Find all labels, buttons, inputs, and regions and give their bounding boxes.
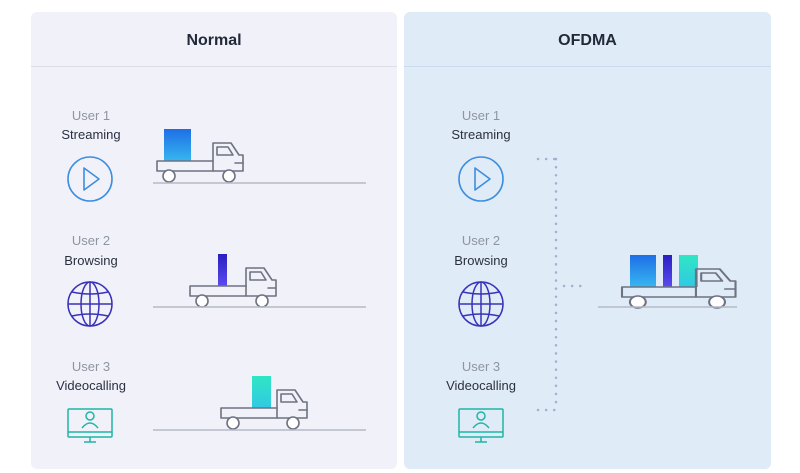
normal-user-3-label: User 3 bbox=[71, 359, 111, 374]
ofdma-play-icon bbox=[458, 156, 504, 202]
normal-monitor-user-icon bbox=[67, 408, 113, 443]
normal-user-1-activity: Streaming bbox=[61, 127, 121, 142]
normal-videocall-cargo bbox=[252, 376, 271, 408]
ofdma-user-3-activity: Videocalling bbox=[446, 378, 516, 393]
normal-truck-2 bbox=[189, 267, 277, 308]
ofdma-streaming-cargo bbox=[630, 255, 656, 287]
normal-play-icon bbox=[67, 156, 113, 202]
normal-user-3-activity: Videocalling bbox=[56, 378, 126, 393]
normal-user-2-label: User 2 bbox=[71, 233, 111, 248]
normal-panel-title: Normal bbox=[186, 32, 242, 49]
ofdma-videocall-cargo bbox=[679, 255, 698, 287]
ofdma-browsing-cargo bbox=[663, 255, 672, 287]
normal-user-2-activity: Browsing bbox=[64, 253, 118, 268]
ofdma-panel: OFDMA bbox=[404, 12, 771, 469]
ofdma-globe-icon bbox=[458, 281, 504, 327]
ofdma-monitor-user-icon bbox=[458, 408, 504, 443]
ofdma-user-3-label: User 3 bbox=[461, 359, 501, 374]
ofdma-panel-title: OFDMA bbox=[558, 32, 617, 49]
ofdma-dotted-path bbox=[536, 157, 590, 412]
normal-user-1-label: User 1 bbox=[71, 108, 111, 123]
normal-streaming-cargo bbox=[164, 129, 191, 161]
normal-browsing-cargo bbox=[218, 254, 227, 286]
ofdma-user-2-activity: Browsing bbox=[454, 253, 508, 268]
normal-panel-divider bbox=[31, 66, 397, 67]
ofdma-user-1-activity: Streaming bbox=[451, 127, 511, 142]
ofdma-user-2-label: User 2 bbox=[461, 233, 501, 248]
ofdma-user-1-label: User 1 bbox=[461, 108, 501, 123]
normal-panel: Normal bbox=[31, 12, 397, 469]
normal-globe-icon bbox=[67, 281, 113, 327]
ofdma-panel-divider bbox=[404, 66, 771, 67]
